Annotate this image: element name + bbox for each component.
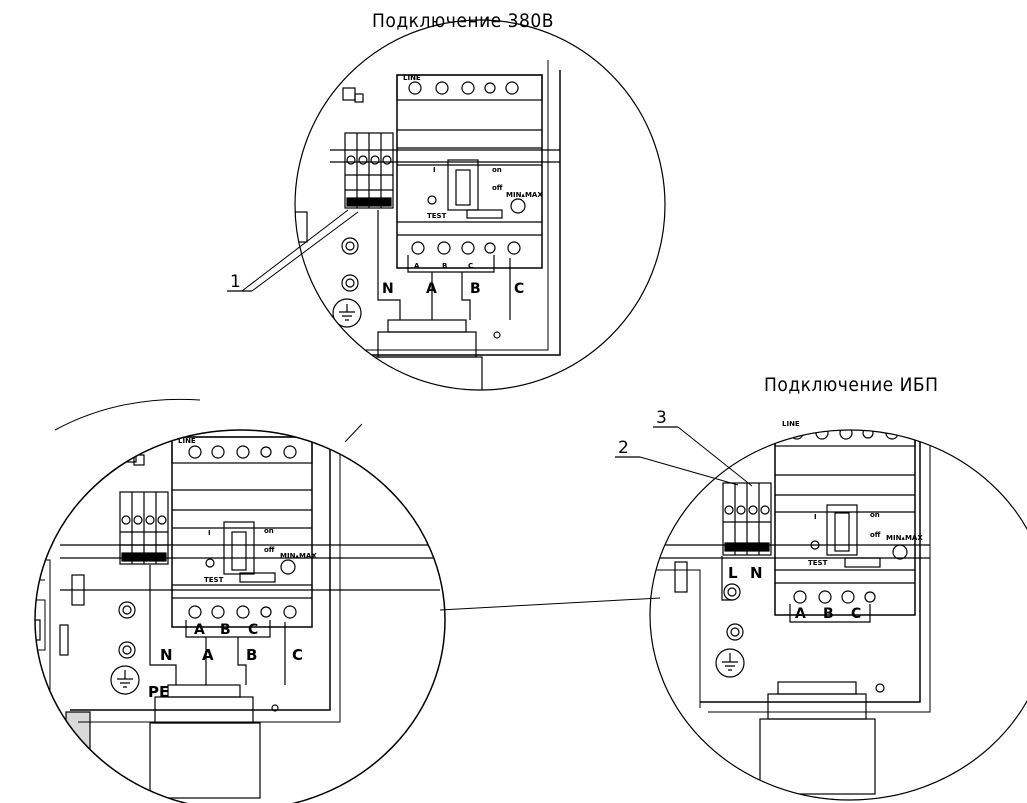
ups-terminal-b-label: B [823, 606, 834, 622]
enlarged-terminal-a-label: A [194, 622, 205, 638]
breaker-off-label: off [492, 184, 503, 192]
leader-top-to-left [344, 423, 363, 443]
ups-line-label: LINE [782, 420, 800, 428]
enlarged-minmax-label: MIN▴MAX [280, 552, 317, 560]
ups-minmax-label: MIN▴MAX [886, 534, 923, 542]
enlarged-terminal-c-label: C [248, 622, 258, 638]
callout-1: 1 [230, 272, 241, 292]
detail-380v-enlarged: LINE TEST on off MIN▴MAX I A B C N A B C… [34, 398, 446, 803]
callout-3: 3 [656, 408, 667, 428]
leader-left-to-right [439, 597, 661, 611]
title-connection-ups: Подключение ИБП [764, 374, 939, 396]
wire-b-label: B [470, 281, 481, 297]
terminal-c-label: C [468, 262, 473, 270]
enlarged-pos-i-label: I [208, 529, 211, 537]
terminal-a-label: A [414, 262, 420, 270]
enlarged-wire-n-label: N [160, 646, 173, 664]
breaker-line-label: LINE [403, 74, 421, 82]
wire-c-label: C [514, 281, 524, 297]
enlarged-line-label: LINE [178, 437, 196, 445]
enlarged-wire-c-label: C [292, 646, 303, 664]
terminal-b-label: B [442, 262, 447, 270]
enlarged-wire-pe-label: PE [148, 683, 169, 701]
callout-2: 2 [618, 438, 629, 458]
enlarged-wire-a-label: A [202, 646, 214, 664]
enlarged-test-label: TEST [204, 576, 224, 584]
wire-a-label: A [426, 281, 437, 297]
breaker-on-label: on [492, 166, 502, 174]
ups-off-label: off [870, 531, 881, 539]
enlarged-off-label: off [264, 546, 275, 554]
enlarged-terminal-b-label: B [220, 622, 231, 638]
detail-380v: 1 LINE TEST on off MIN▴MAX I A B C N A B… [227, 19, 666, 391]
ups-pos-i-label: I [814, 513, 817, 521]
ups-test-label: TEST [808, 559, 828, 567]
breaker-pos-i-label: I [433, 166, 436, 174]
ups-on-label: on [870, 511, 880, 519]
wire-n-label: N [382, 281, 394, 297]
ups-terminal-c-label: C [851, 606, 861, 622]
ups-wire-l-label: L [728, 564, 738, 582]
ups-terminal-a-label: A [795, 606, 806, 622]
breaker-test-label: TEST [427, 212, 447, 220]
detail-ups: 2 3 LINE TEST on off MIN▴MAX I A B C L N [615, 408, 1027, 801]
ups-wire-n-label: N [750, 564, 763, 582]
enlarged-on-label: on [264, 527, 274, 535]
breaker-minmax-label: MIN▴MAX [506, 191, 543, 199]
enlarged-wire-b-label: B [246, 646, 257, 664]
